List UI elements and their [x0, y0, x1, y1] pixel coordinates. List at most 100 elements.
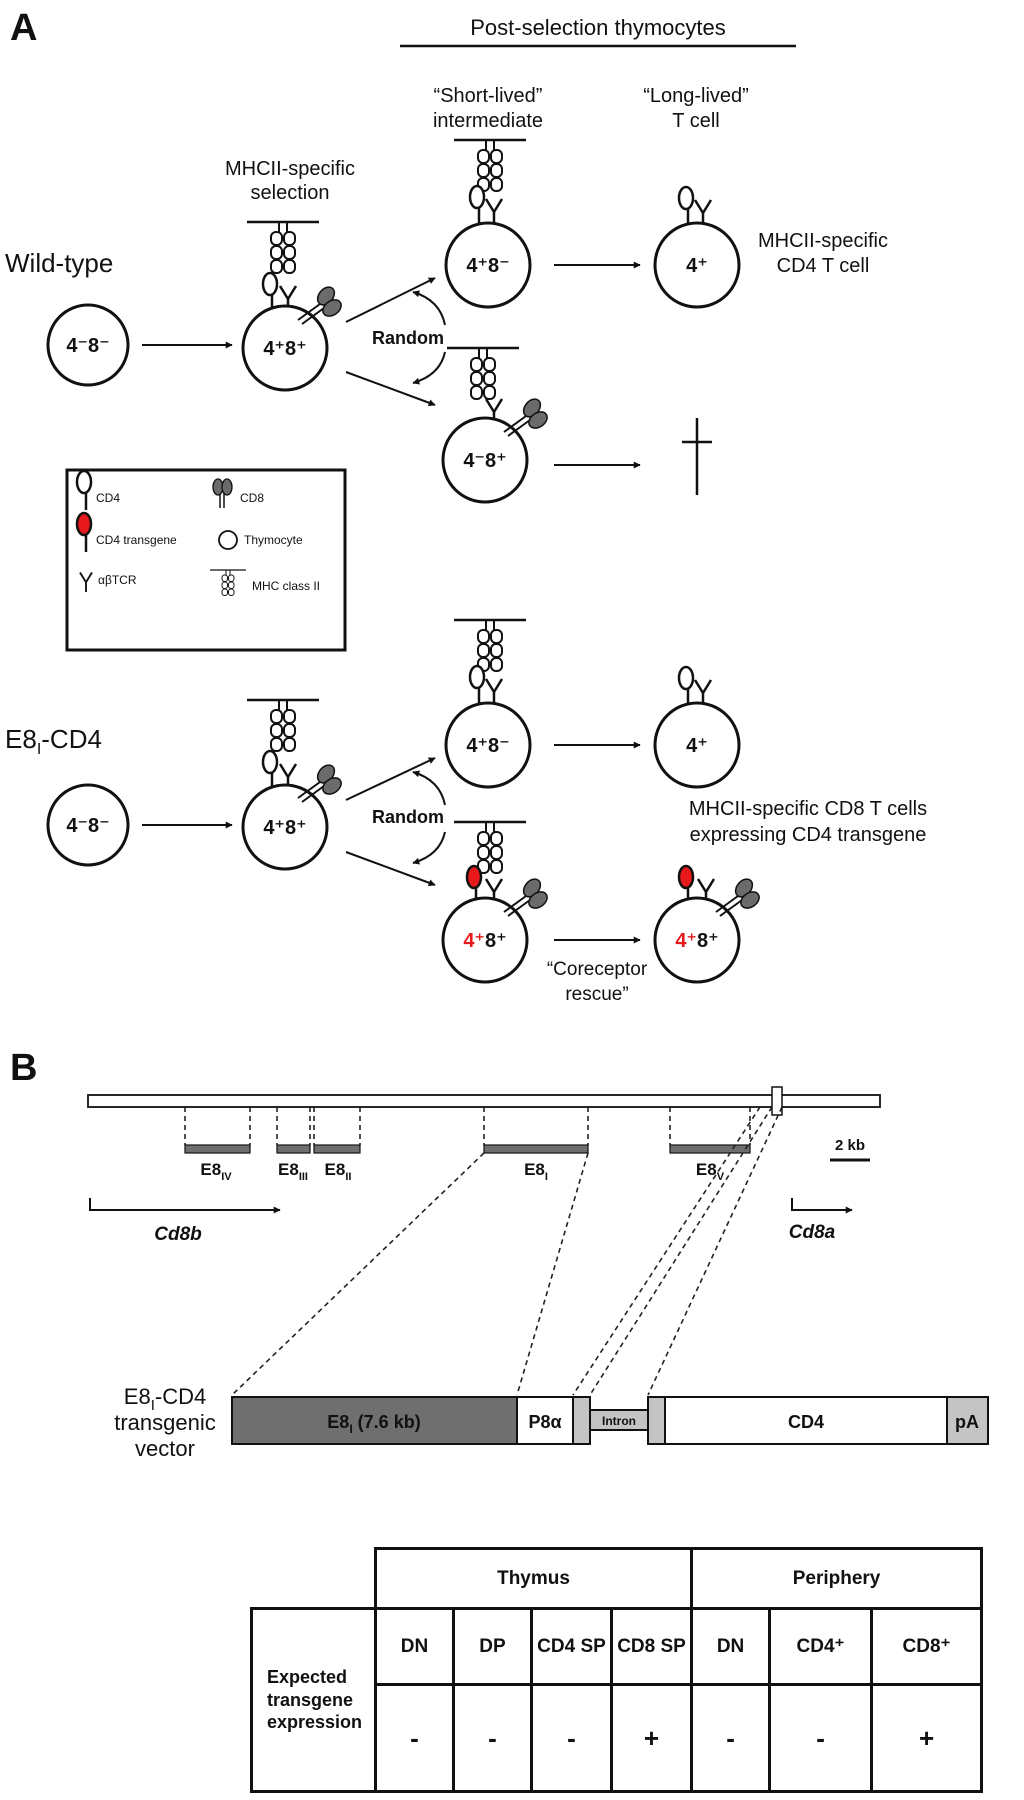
random-arc-down-tg: [412, 831, 446, 865]
genomic-locus-bar: [87, 1094, 881, 1108]
panel-b-label: B: [10, 1047, 37, 1089]
cell-dp-tg: [241, 783, 329, 871]
cd4-cd4sp-tg: [677, 665, 695, 708]
table-col-header: DP: [452, 1607, 533, 1686]
legend-cd8-label: CD8: [240, 491, 264, 505]
legend-box: [65, 468, 347, 652]
rescue-label-line2: rescue”: [565, 984, 628, 1005]
cd8a-transcription-arrow: [791, 1198, 853, 1214]
enhancer-e8iii-label: E8III: [278, 1160, 308, 1183]
legend-thymocyte-icon: [218, 530, 238, 550]
table-cell-value: +: [870, 1683, 984, 1793]
mhcii-cd4-result-line2: CD4 T cell: [777, 255, 870, 277]
cd8a-exon: [771, 1086, 783, 1116]
table-cell-value: -: [530, 1683, 613, 1793]
table-col-header: DN: [690, 1607, 772, 1686]
vector-exon2-block: [647, 1396, 666, 1445]
tcr-cd4int-wt: [484, 197, 504, 227]
e8i-cd4-label: E8I-CD4: [5, 724, 102, 758]
table-col-header: CD8 SP: [609, 1607, 694, 1686]
vector-projection-lines: [231, 1106, 783, 1396]
cell-dn-wt: [46, 303, 130, 387]
arrow-dp-cd4int-wt: [345, 277, 436, 323]
arrow-dp-cd8int-tg: [345, 851, 436, 887]
random-label-wt: Random: [372, 328, 444, 348]
random-arc-up-tg: [412, 770, 446, 806]
enhancer-e8ii-box: [313, 1144, 361, 1154]
mhc-dp-wt: [245, 220, 321, 275]
cell-cd4sp-wt: [653, 221, 741, 309]
gene-cd8a-label: Cd8a: [789, 1222, 836, 1243]
gene-cd8b-label: Cd8b: [154, 1224, 202, 1245]
table-col-header: DN: [374, 1607, 455, 1686]
cell-cd8int-tg: [441, 896, 529, 984]
cell-cd4int-wt-label: 4⁺8⁻: [466, 255, 509, 277]
cell-dn-tg: [46, 783, 130, 867]
enhancer-e8v-label: E8V: [696, 1160, 725, 1183]
enhancer-e8ii-label: E8II: [325, 1160, 352, 1183]
table-cell-value: -: [374, 1683, 455, 1793]
vector-exon1-block: [572, 1396, 591, 1445]
table-group-thymus: Thymus: [373, 1547, 694, 1610]
enhancer-e8iv-box: [184, 1144, 251, 1154]
legend-thymocyte-label: Thymocyte: [244, 533, 303, 547]
cell-cd4int-tg-label: 4⁺8⁻: [466, 735, 509, 757]
cd8-result-line2: expressing CD4 transgene: [690, 824, 927, 846]
mhcii-selection-title: MHCII-specific: [225, 158, 355, 180]
legend-mhc-label: MHC class II: [252, 579, 320, 593]
legend-cd4-label: CD4: [96, 491, 120, 505]
long-lived-title: “Long-lived”: [643, 85, 749, 107]
vector-e8i-label: E8I (7.6 kb): [327, 1412, 420, 1436]
vector-p8a-block: [516, 1396, 574, 1445]
legend-cd8-icon: [212, 478, 233, 508]
locus-projection-lines: [184, 1107, 751, 1145]
vector-intron-label: Intron: [602, 1414, 636, 1428]
cell-cd8sp-tg-label: 4⁺8⁺: [675, 930, 718, 952]
cell-cd8int-wt: [441, 416, 529, 504]
vector-pa-block: [946, 1396, 989, 1445]
enhancer-e8iv-label: E8IV: [200, 1160, 232, 1183]
cd8-result-line1: MHCII-specific CD8 T cells: [689, 798, 927, 820]
table-col-header: CD8⁺: [870, 1607, 984, 1686]
cd4-cd4sp-wt: [677, 185, 695, 228]
mhc-cd4int-tg: [452, 618, 528, 673]
cell-cd4sp-wt-label: 4⁺: [686, 255, 708, 277]
random-label-tg: Random: [372, 807, 444, 827]
cell-dp-wt-label: 4⁺8⁺: [263, 338, 306, 360]
random-arc-down-wt: [412, 351, 446, 385]
legend-tcr-label: αβTCR: [98, 573, 137, 587]
cd8b-transcription-arrow: [89, 1198, 281, 1214]
vector-cd4-label: CD4: [788, 1412, 824, 1432]
table-corner: [251, 1548, 377, 1610]
cell-cd4int-wt: [444, 221, 532, 309]
cd4-cd4int-tg: [468, 664, 486, 707]
panel-a-label: A: [10, 7, 37, 49]
table-cell-value: -: [452, 1683, 533, 1793]
post-selection-header: Post-selection thymocytes: [470, 15, 726, 40]
table-cell-value: -: [690, 1683, 772, 1793]
cell-cd4sp-tg: [653, 701, 741, 789]
mhcii-cd4-result-line1: MHCII-specific: [758, 230, 888, 252]
mhc-cd8int-wt: [445, 346, 521, 401]
cell-dn-wt-label: 4⁻8⁻: [66, 335, 109, 357]
cell-cd8int-tg-label: 4⁺8⁺: [463, 930, 506, 952]
arrow-dp-cd4int-tg: [345, 757, 436, 801]
table-cell-value: -: [768, 1683, 874, 1793]
random-arc-up-wt: [412, 290, 446, 326]
cell-cd4int-tg: [444, 701, 532, 789]
cell-cd8sp-tg: [653, 896, 741, 984]
mhc-dp-tg: [245, 698, 321, 753]
cd4-cd4int-wt: [468, 184, 486, 227]
table-col-header: CD4 SP: [530, 1607, 613, 1686]
wild-type-label: Wild-type: [5, 248, 113, 278]
death-cross-icon: [682, 418, 712, 495]
vector-cd4-block: [664, 1396, 948, 1445]
enhancer-e8i-box: [483, 1144, 589, 1154]
cd4-dp-tg: [261, 749, 279, 792]
vector-pa-label: pA: [955, 1412, 979, 1432]
cell-dp-wt: [241, 304, 329, 392]
vector-label-line2: transgenic: [114, 1410, 216, 1435]
rescue-label-line1: “Coreceptor: [547, 959, 648, 980]
